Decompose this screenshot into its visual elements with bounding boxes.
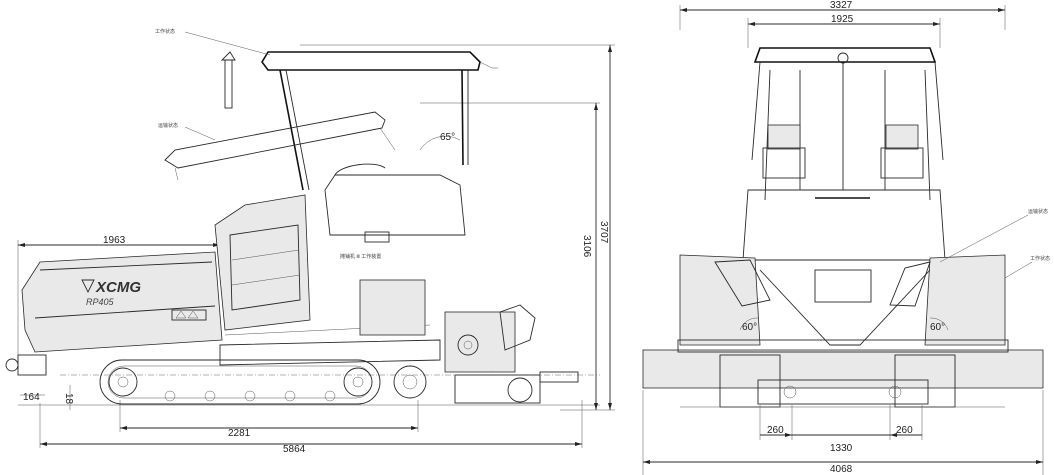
dim-height-canopy: 3707 <box>598 221 609 244</box>
canopy-post-rear <box>461 69 464 166</box>
center-frame <box>759 269 931 346</box>
exhaust-pipe <box>224 59 233 109</box>
note-working-state-front: 工作状态 <box>1030 255 1050 262</box>
dim-canopy-width: 3327 <box>830 0 853 11</box>
dim-screed-width: 4068 <box>830 464 853 475</box>
side-view-dimension-labels: 5864 2281 1963 3707 3106 164 18 <box>23 221 609 455</box>
seat-left <box>767 124 801 150</box>
hopper-wing-left <box>679 254 761 346</box>
dim-center-width: 1330 <box>830 443 853 454</box>
seat-right <box>885 124 919 150</box>
dim-right-gap: 260 <box>896 425 913 436</box>
front-screed <box>642 349 1044 389</box>
dim-left-gap: 260 <box>767 425 784 436</box>
dim-ground-offset: 18 <box>63 393 74 405</box>
hopper-wing-right <box>924 254 1006 346</box>
screed-step <box>539 371 579 383</box>
engine-block <box>359 279 426 336</box>
screed-auger <box>457 334 479 356</box>
note-working-state-side: 工作状态 <box>155 28 175 35</box>
canopy-roof <box>261 51 481 71</box>
dim-rear-offset: 164 <box>23 392 40 403</box>
hopper-body <box>21 251 223 353</box>
brand-logo: XCMG <box>95 279 141 296</box>
front-view-dimension-labels: 3327 1925 260 1330 260 4068 <box>767 0 913 475</box>
seat-rail <box>334 163 386 176</box>
dim-overall-length: 5864 <box>283 444 306 455</box>
front-canopy-frame <box>753 47 937 63</box>
canopy-post-front <box>279 69 304 191</box>
angle-label-front-right: 60° <box>930 322 945 333</box>
screed-housing <box>444 311 516 373</box>
nameplate: 摊铺机 Ⅲ 工作装置 <box>340 253 381 260</box>
angle-label-front-left: 60° <box>742 322 757 333</box>
brand-logo-mark <box>81 279 95 294</box>
engine-hood <box>324 174 466 236</box>
crawler-track <box>99 359 381 405</box>
dim-track-length: 2281 <box>228 428 251 439</box>
dim-height-hood: 3106 <box>581 235 592 258</box>
canopy-transport-state <box>164 111 386 169</box>
front-view: 60° 60° 运输状态 工作状态 <box>642 5 1050 475</box>
track-rollers <box>108 367 373 402</box>
dim-inner-width: 1925 <box>831 14 854 25</box>
cab-side-panel <box>214 194 311 331</box>
front-body <box>742 189 946 261</box>
side-view: 工作状态 运输状态 摊铺机 Ⅲ 工作装置 65° XCMG RP405 <box>5 28 615 448</box>
model-label: RP405 <box>86 297 115 307</box>
chassis-frame <box>219 339 441 366</box>
dim-hopper-reach: 1963 <box>103 235 126 246</box>
note-transport-state-side: 运输状态 <box>158 122 178 129</box>
angle-label-side: 65° <box>440 132 455 143</box>
push-roller <box>5 358 19 372</box>
note-transport-state-front: 运输状态 <box>1028 208 1048 215</box>
